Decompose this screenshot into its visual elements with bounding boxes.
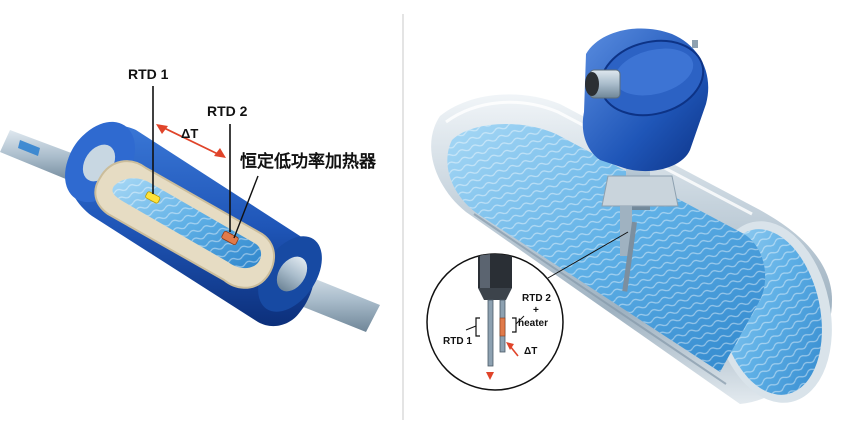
heater-leader-line — [233, 175, 259, 239]
inset-delta-t-label: ΔT — [524, 346, 537, 357]
rtd1-label: RTD 1 — [128, 66, 169, 82]
heater-label: 恒定低功率加热器 — [240, 151, 377, 172]
left-illustration: RTD 1 RTD 2 ΔT 恒定低功率加热器 — [0, 66, 380, 332]
inset-rtd1-sheath — [487, 299, 494, 367]
rtd1-element — [145, 191, 161, 204]
delta-t-label: ΔT — [181, 126, 198, 141]
rtd2-heater-element — [221, 231, 239, 245]
transmitter — [582, 28, 709, 292]
inset-heater-label: heater — [518, 318, 548, 329]
inset-plus-label: + — [533, 305, 539, 316]
rtd2-label: RTD 2 — [207, 103, 248, 119]
inset-rtd2-label: RTD 2 — [522, 293, 551, 304]
right-illustration: RTD 1 RTD 2 + heater ΔT — [426, 28, 832, 405]
sensor-housing — [65, 121, 322, 327]
probe-inset: RTD 1 RTD 2 + heater ΔT — [426, 253, 564, 391]
inset-rtd1-label: RTD 1 — [443, 336, 472, 347]
inset-leader-line — [547, 231, 629, 279]
delta-t-arrow — [156, 124, 226, 158]
